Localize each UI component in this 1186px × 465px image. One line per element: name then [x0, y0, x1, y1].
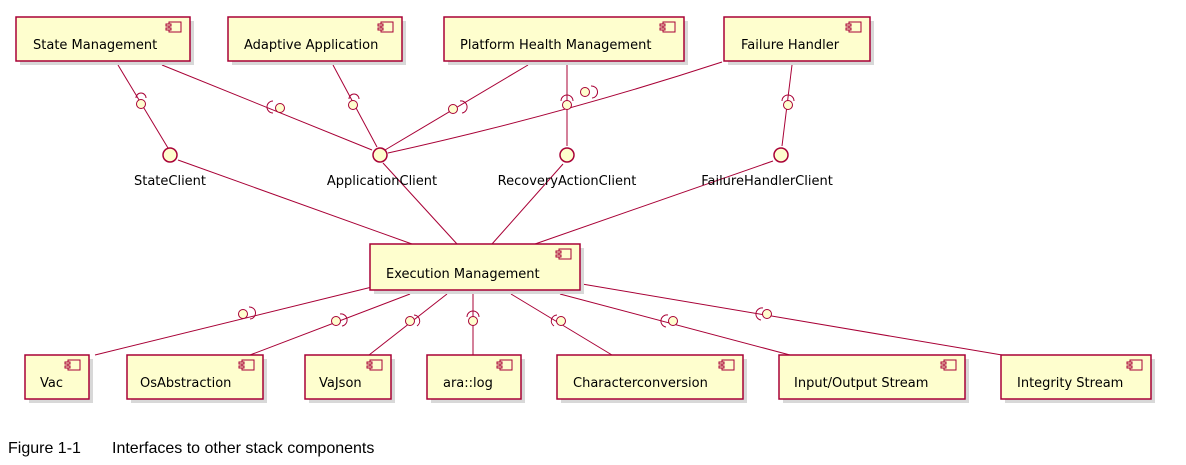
- adaptive-application-label: Adaptive Application: [244, 38, 378, 53]
- component-execution-management: Execution Management: [369, 243, 584, 294]
- stateclient-label: StateClient: [134, 174, 206, 189]
- platform-health-management-label: Platform Health Management: [460, 38, 651, 53]
- socket-failure-handler-fhclient: [781, 94, 795, 110]
- socket-phm-appclient: [448, 100, 468, 114]
- component-icon: [1126, 359, 1143, 371]
- fhclient-label: FailureHandlerClient: [701, 174, 833, 189]
- socket-em-aralog: [466, 310, 480, 326]
- component-icon: [238, 359, 255, 371]
- edge-fhclient-to-em: [534, 160, 774, 245]
- figure-caption-text: Interfaces to other stack components: [112, 440, 375, 457]
- component-icon: [165, 21, 182, 33]
- component-icon: [659, 21, 676, 33]
- socket-phm-recoveryclient: [560, 94, 574, 110]
- edge-recoveryclient-to-em: [491, 163, 564, 245]
- component-icon: [377, 21, 394, 33]
- component-icon: [64, 359, 81, 371]
- execution-management-label: Execution Management: [386, 267, 540, 282]
- component-io-stream: Input/Output Stream: [778, 354, 969, 403]
- recoveryclient-interface-icon: [559, 147, 575, 163]
- vajson-label: VaJson: [319, 376, 362, 391]
- recoveryclient-label: RecoveryActionClient: [498, 174, 637, 189]
- component-platform-health-management: Platform Health Management: [443, 16, 688, 65]
- component-failure-handler: Failure Handler: [723, 16, 874, 65]
- provided-interfaces: StateClient ApplicationClient RecoveryAc…: [134, 147, 833, 189]
- component-os-abstraction: OsAbstraction: [126, 354, 267, 403]
- appclient-label: ApplicationClient: [327, 174, 437, 189]
- component-icon: [366, 359, 383, 371]
- component-icon: [845, 21, 862, 33]
- diagram-edges: [94, 61, 1003, 356]
- state-management-label: State Management: [33, 38, 157, 53]
- edge-em-to-integrity-stream: [581, 283, 1003, 356]
- component-icon: [496, 359, 513, 371]
- socket-state-mgmt-stateclient: [135, 92, 147, 109]
- appclient-interface-icon: [372, 147, 388, 163]
- characterconversion-label: Characterconversion: [573, 376, 708, 391]
- component-ara-log: ara::log: [426, 354, 525, 403]
- failure-handler-label: Failure Handler: [741, 38, 840, 53]
- socket-failure-handler-appclient: [580, 85, 598, 99]
- component-icon: [718, 359, 735, 371]
- edge-appclient-to-em: [382, 162, 458, 245]
- edge-em-to-vac: [94, 286, 373, 356]
- edge-stateclient-to-em: [177, 159, 413, 245]
- fhclient-interface-icon: [773, 147, 789, 163]
- os-abstraction-label: OsAbstraction: [140, 376, 231, 391]
- vac-label: Vac: [40, 376, 63, 391]
- integrity-stream-label: Integrity Stream: [1017, 376, 1123, 391]
- component-vajson: VaJson: [304, 354, 395, 403]
- socket-em-vac: [238, 306, 256, 320]
- component-adaptive-application: Adaptive Application: [227, 16, 406, 65]
- stateclient-interface-icon: [162, 147, 178, 163]
- socket-em-vajson: [405, 314, 421, 327]
- component-diagram: StateClient ApplicationClient RecoveryAc…: [15, 16, 1155, 403]
- socket-em-osabstraction: [331, 313, 348, 327]
- io-stream-label: Input/Output Stream: [794, 376, 928, 391]
- component-vac: Vac: [24, 354, 93, 403]
- socket-em-characterconversion: [550, 314, 566, 327]
- figure-number: Figure 1-1: [8, 440, 81, 457]
- socket-em-integrity-stream: [755, 307, 772, 321]
- edge-em-to-osabstraction: [249, 293, 411, 356]
- socket-adaptive-app-appclient: [348, 93, 360, 110]
- socket-em-io-stream: [660, 314, 678, 328]
- required-interface-sockets: [135, 85, 795, 328]
- component-characterconversion: Characterconversion: [556, 354, 747, 403]
- figure-caption: Figure 1-1 Interfaces to other stack comp…: [8, 440, 374, 458]
- socket-state-mgmt-appclient: [266, 100, 285, 114]
- ara-log-label: ara::log: [443, 376, 493, 391]
- edge-failure-handler-to-appclient: [387, 61, 723, 154]
- component-state-management: State Management: [15, 16, 194, 65]
- component-icon: [940, 359, 957, 371]
- component-integrity-stream: Integrity Stream: [1000, 354, 1155, 403]
- component-icon: [555, 248, 572, 260]
